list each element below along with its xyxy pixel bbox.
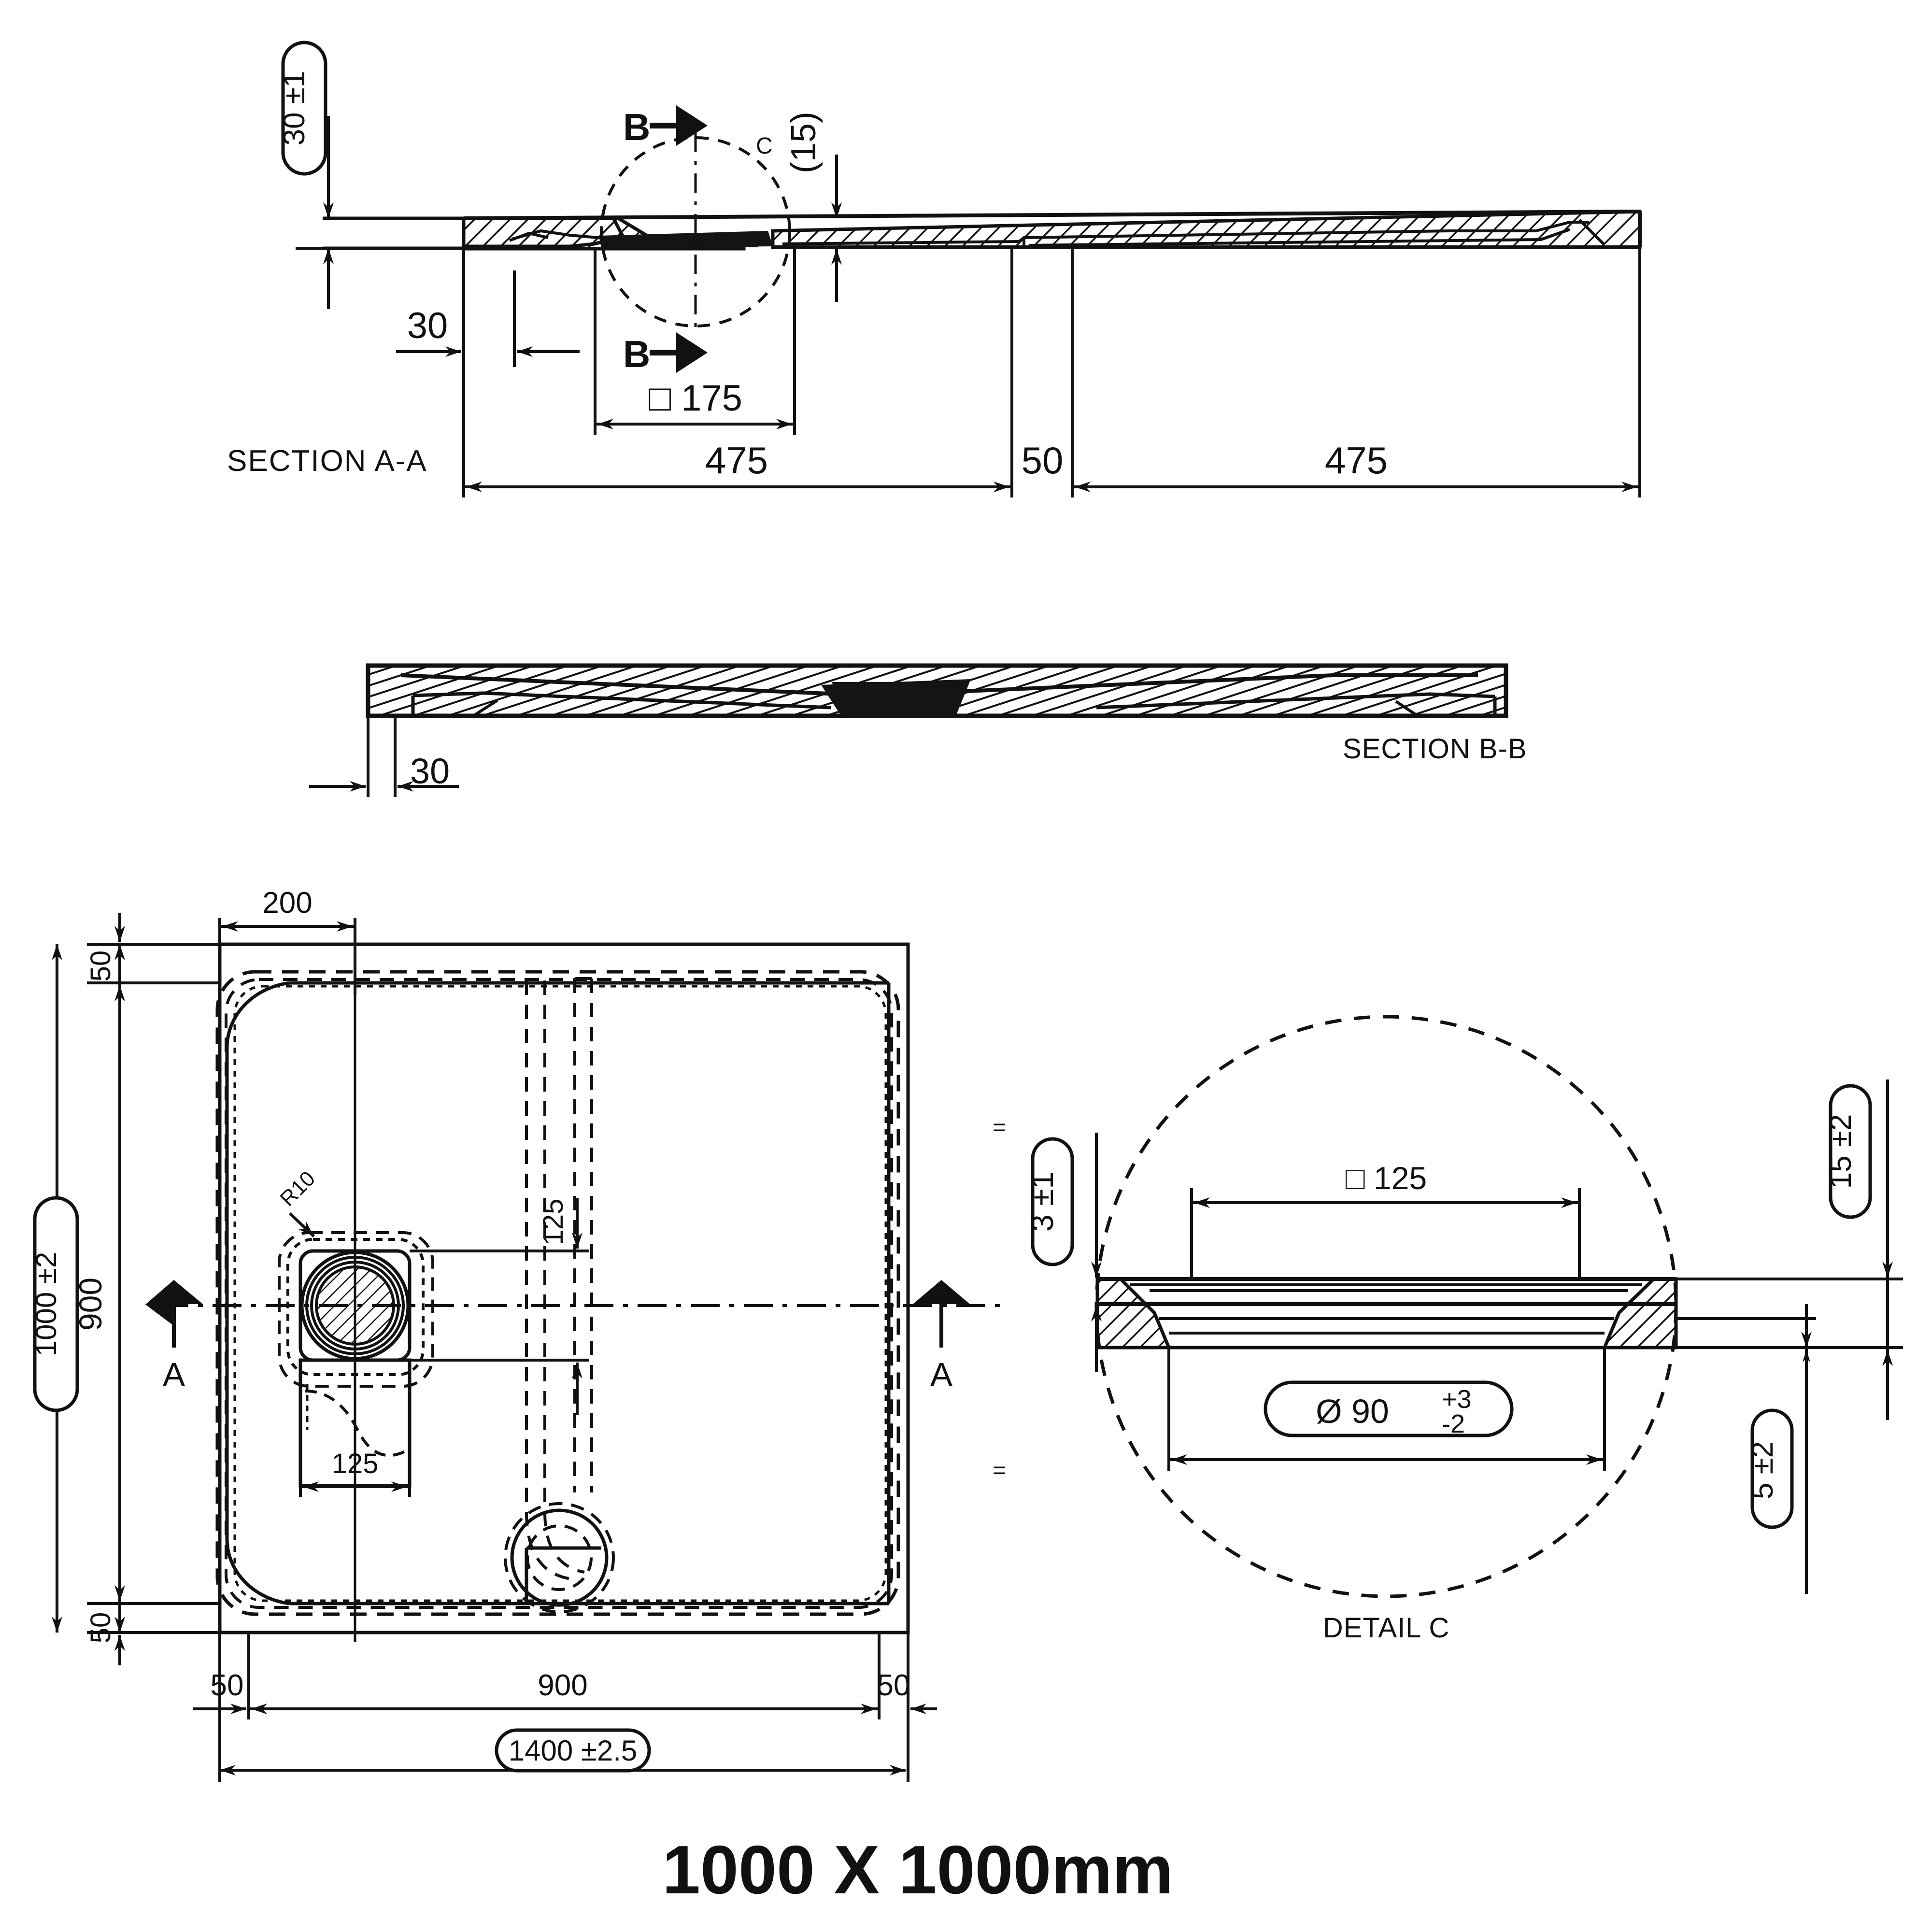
section-marker-a-left: A	[145, 1280, 203, 1393]
dim-15-text: (15)	[784, 112, 823, 173]
detail-c-flange-right	[1602, 1277, 1678, 1350]
plan-outer-extent	[218, 942, 910, 1634]
section-marker-b-bottom: B	[623, 332, 708, 375]
plan-dashed-outline-2	[225, 978, 893, 1609]
section-b-arrow-top	[676, 105, 708, 146]
dim-475-left-text: 475	[705, 439, 768, 482]
dim-bb-30: 30	[309, 716, 459, 797]
section-a-label-right: A	[930, 1356, 953, 1393]
dim-1000pm2-text: 1000 ±2	[30, 1252, 62, 1356]
plan-view: R10 A A = = 200	[30, 886, 1009, 1782]
plan-dashed-outline-3	[233, 985, 887, 1602]
detail-c-bubble-label: C	[756, 133, 773, 159]
dim-bb-30-text: 30	[410, 751, 450, 791]
dim-bore-value-text: Ø 90	[1316, 1392, 1389, 1430]
section-b-label-bottom: B	[623, 333, 650, 375]
dim-plan-200: 200	[218, 886, 356, 995]
dim-900-h-text: 900	[538, 1669, 587, 1702]
plan-dashed-outline-1	[215, 970, 900, 1616]
plan-channel-left	[525, 980, 575, 1581]
dim-15pm2-text: 15 ±2	[1824, 1114, 1858, 1189]
dim-30pm1-text: 30 ±1	[278, 71, 311, 146]
dim-200-text: 200	[262, 886, 312, 920]
dim-3pm1-text: 3 ±1	[1025, 1172, 1060, 1232]
dim-right-50-text: 50	[877, 1669, 910, 1702]
dim-5pm2-text: 5 ±2	[1746, 1441, 1779, 1499]
section-b-arrow-bottom	[676, 332, 708, 373]
dim-50-mid-text: 50	[1022, 439, 1064, 482]
dim-sq125-text: □ 125	[1346, 1160, 1427, 1196]
dim-plan-125-v: 125	[410, 1198, 589, 1415]
dim-detailc-bore: Ø 90 +3 -2	[1167, 1348, 1606, 1471]
dim-bore-tol-plus-text: +3	[1442, 1385, 1472, 1414]
section-a-label-left: A	[163, 1356, 185, 1393]
dim-detailc-125: □ 125	[1190, 1160, 1581, 1278]
section-marker-a-right: A	[913, 1280, 970, 1393]
equality-tick-upper: =	[993, 1115, 1006, 1140]
dim-475-right-text: 475	[1325, 439, 1388, 482]
section-bb-view: 30 SECTION B-B	[309, 663, 1527, 797]
dim-chain-bottom-aa: 475 50 475	[462, 249, 1641, 497]
section-marker-b-top: B	[623, 105, 708, 148]
equality-tick-lower: =	[993, 1458, 1006, 1483]
dim-1400pm25-text: 1400 ±2.5	[509, 1734, 637, 1767]
dim-plan-chain-bottom: 50 900 50 1400 ±2.5	[193, 1633, 937, 1782]
dim-175-text: □ 175	[649, 378, 742, 419]
dim-detailc-5pm2: 5 ±2	[1676, 1304, 1816, 1594]
dim-bore-tol-minus-text: -2	[1442, 1409, 1465, 1438]
dim-125-h-text: 125	[332, 1448, 379, 1479]
section-bb-label: SECTION B-B	[1343, 733, 1527, 765]
detail-c-view: 3 ±1 □ 125 Ø 90 +3 -2	[1025, 1015, 1903, 1644]
dim-plan-bottom-50-text: 50	[85, 1612, 116, 1644]
dim-125-v-text: 125	[538, 1199, 569, 1246]
detail-c-bubble	[600, 136, 791, 327]
dim-left-50-text: 50	[211, 1669, 244, 1702]
dim-plan-1000pm2: 1000 ±2	[30, 944, 79, 1633]
dim-detailc-15pm2: 15 ±2	[1676, 1080, 1903, 1420]
page-title: 1000 X 1000mm	[662, 1832, 1173, 1908]
section-aa-profile	[323, 210, 1642, 251]
boxed-dim-frame	[281, 41, 327, 176]
section-aa-view: C 30 ±1 30 B B	[227, 41, 1642, 497]
section-aa-label: SECTION A-A	[227, 444, 427, 478]
dim-30-text: 30	[407, 305, 448, 346]
dim-plan-125-h: 125	[299, 1360, 411, 1497]
dim-drop-15: (15)	[784, 112, 842, 302]
dim-plan-top-50-text: 50	[85, 951, 116, 982]
section-b-label-top: B	[623, 106, 650, 148]
dim-detailc-3pm1: 3 ±1	[1025, 1133, 1102, 1372]
dim-thickness-30pm1: 30 ±1	[278, 41, 464, 309]
plan-small-drain-outer	[510, 1508, 609, 1607]
dim-square-175: □ 175	[594, 249, 796, 435]
detail-c-label: DETAIL C	[1323, 1612, 1450, 1644]
